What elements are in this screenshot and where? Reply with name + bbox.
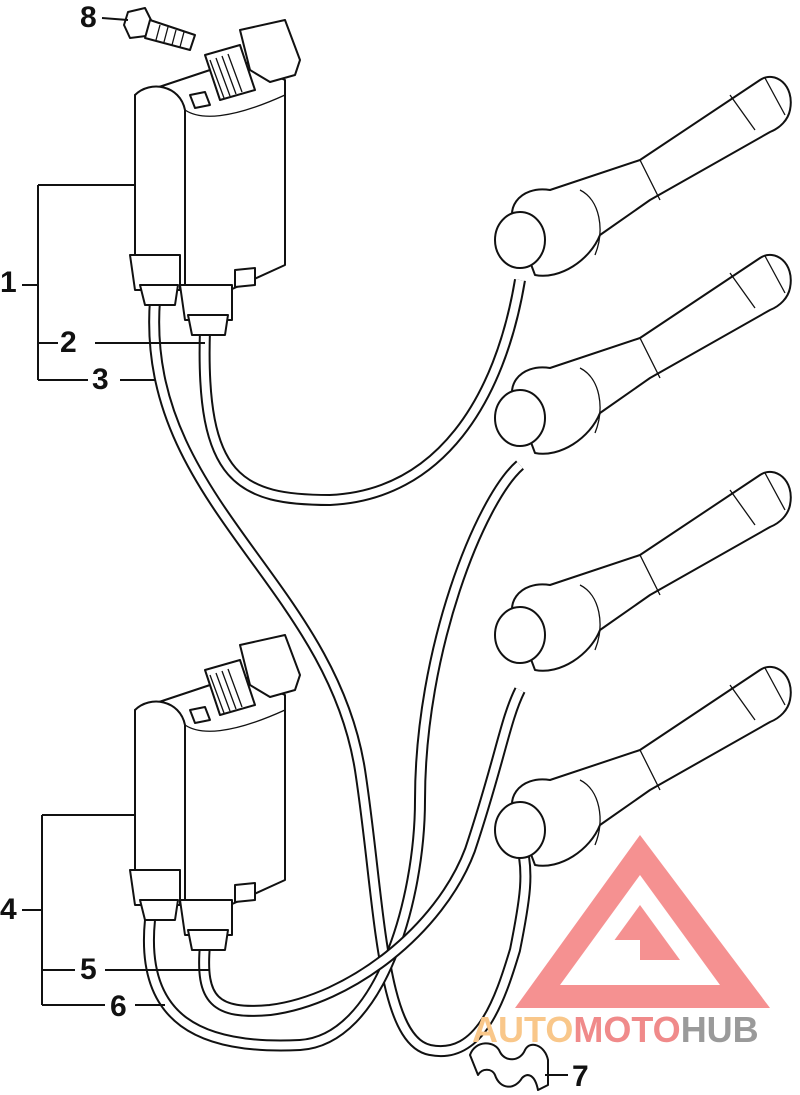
- watermark-logo-icon: [515, 835, 770, 1008]
- watermark-hub: HUB: [680, 1009, 759, 1050]
- callout-2: 2: [60, 326, 77, 359]
- spark-plug-caps: [494, 75, 792, 867]
- clip-icon: [469, 1042, 549, 1091]
- watermark-moto: MOTO: [573, 1009, 681, 1050]
- ignition-coil-lower: [129, 634, 301, 951]
- callout-7: 7: [572, 1060, 589, 1093]
- watermark-brand-text: AUTOMOTOHUB: [472, 1012, 759, 1048]
- callout-5: 5: [80, 953, 97, 986]
- plug-cap-3: [494, 470, 792, 672]
- plug-cap-4: [494, 665, 792, 867]
- callout-3: 3: [92, 363, 109, 396]
- bolt-icon: [123, 7, 196, 51]
- callout-1: 1: [0, 266, 17, 299]
- ignition-leads: [142, 279, 532, 1058]
- leader-lines: [22, 17, 568, 1076]
- callout-4: 4: [0, 893, 17, 926]
- plug-cap-1: [494, 75, 792, 277]
- callout-8: 8: [80, 1, 97, 34]
- callout-6: 6: [110, 990, 127, 1023]
- watermark-auto: AUTO: [472, 1009, 574, 1050]
- ignition-coil-upper: [129, 19, 301, 336]
- plug-cap-2: [494, 253, 792, 455]
